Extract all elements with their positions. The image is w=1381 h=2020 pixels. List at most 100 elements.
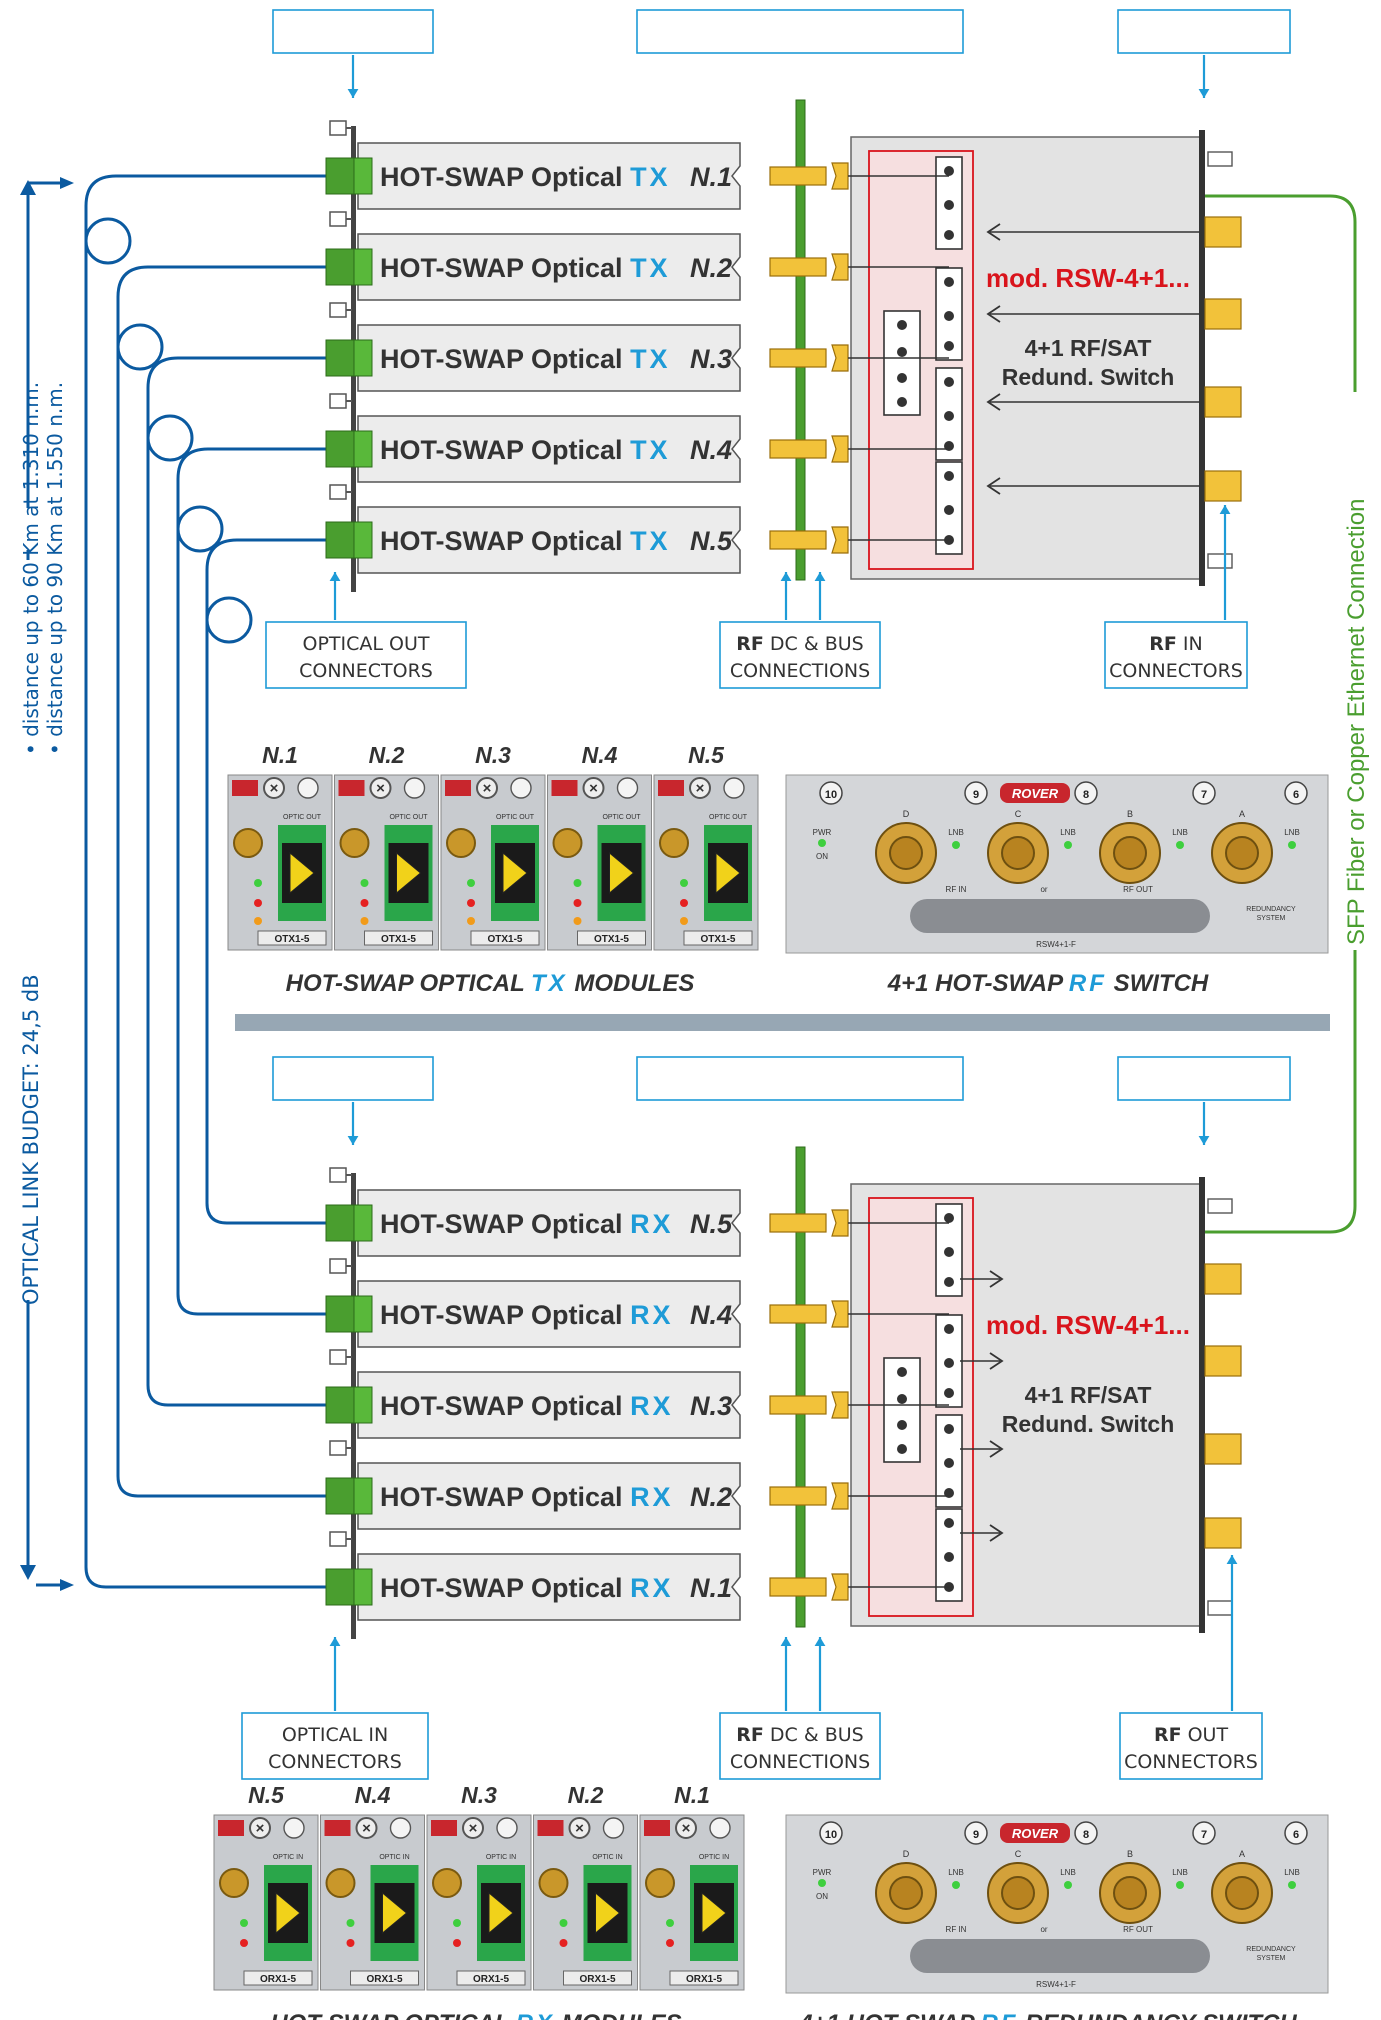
optical-connector-tip (353, 521, 373, 559)
screw-icon (329, 393, 347, 409)
fiber-link (84, 174, 326, 1589)
relay-contact (944, 200, 954, 210)
callout-box (272, 9, 434, 54)
module-label: HOT-SWAP Optical RX (380, 1573, 674, 1603)
slot-id-icon (709, 1817, 731, 1839)
module-tag-text: OTX1-5 (487, 934, 522, 945)
relay-contact (944, 1213, 954, 1223)
module-tag-text: ORX1-5 (473, 1974, 510, 1985)
rf-connector (769, 166, 827, 186)
caption-highlight: RF (980, 2010, 1018, 2020)
laser-warning-icon (382, 1891, 408, 1935)
module-label-text: HOT-SWAP Optical (380, 526, 623, 556)
lnb-label: LNB (1060, 1868, 1076, 1877)
optical-connector (325, 157, 355, 195)
rear-rf-connector (1204, 470, 1242, 502)
port-letter: A (1239, 1849, 1245, 1859)
slot-id-icon (403, 777, 426, 799)
space (623, 1482, 631, 1512)
status-led-green (467, 879, 475, 887)
relay-contact (897, 1394, 907, 1404)
module-label: HOT-SWAP Optical RX (380, 1482, 674, 1512)
rf-prefix: RF (736, 633, 764, 655)
module-card (357, 1189, 741, 1257)
optical-connector-tip (353, 1477, 373, 1515)
module-type: TX (630, 253, 671, 283)
status-led-red (360, 899, 369, 907)
rf-out-label: RF OUT (1123, 1925, 1153, 1934)
relay-contact (944, 1358, 954, 1368)
module-label: HOT-SWAP Optical TX (380, 162, 671, 192)
brand-logo (1000, 783, 1070, 803)
redundancy-1: REDUNDANCY (1246, 906, 1296, 913)
rear-panel-strip (1199, 1177, 1205, 1633)
module-type: TX (630, 526, 671, 556)
rf-socket (831, 1573, 849, 1601)
screw-icon (369, 777, 392, 799)
slot-number: 10 (825, 1829, 837, 1841)
switch-desc-1: 4+1 RF/SAT (1025, 1382, 1152, 1408)
lnb-led (1176, 1881, 1184, 1889)
arrowhead (1219, 505, 1231, 514)
slot-number-icon (1284, 781, 1308, 805)
fiber-loop (146, 414, 194, 462)
callout-box (719, 621, 881, 689)
relay-contact (944, 1424, 954, 1434)
port-label: OPTIC IN (486, 1854, 516, 1861)
port-letter: A (1239, 809, 1245, 819)
lnb-label: LNB (948, 828, 964, 837)
module-type: TX (630, 344, 671, 374)
modules-caption: HOT-SWAP OPTICAL TX MODULES (286, 970, 695, 997)
brand-badge (551, 780, 578, 796)
arrowhead (329, 572, 341, 581)
slot-id-icon (510, 777, 532, 799)
space (623, 344, 631, 374)
handle-bar (910, 899, 1210, 933)
relay-contact (897, 1420, 907, 1430)
module-number: N.5 (690, 526, 733, 556)
fiber-link (176, 447, 326, 1316)
screw-icon (329, 484, 347, 500)
on-label: ON (816, 1892, 828, 1901)
caption-post: SWITCH (1107, 970, 1209, 997)
arrowhead (1226, 1555, 1238, 1564)
port-letter: D (903, 809, 910, 819)
relay-contact (897, 373, 907, 383)
pwr-led (818, 1879, 826, 1887)
module-slot-number: N.5 (688, 742, 725, 768)
callout-left-2: CONNECTORS (268, 1751, 402, 1773)
screw-x: × (682, 1820, 691, 1837)
screw-icon (329, 211, 347, 227)
status-led-red (573, 899, 582, 907)
callout-right-text: IN (1177, 633, 1203, 655)
optical-connector (325, 521, 355, 559)
rear-rf-connector (1204, 1433, 1242, 1465)
status-led-red (254, 899, 262, 907)
module-label: HOT-SWAP Optical RX (380, 1300, 674, 1330)
module-label: HOT-SWAP Optical TX (380, 253, 671, 283)
optical-connector (325, 430, 355, 468)
rear-rf-connector (1204, 298, 1242, 330)
optical-connector (325, 1386, 355, 1424)
or-label: or (1040, 885, 1047, 894)
space (623, 435, 631, 465)
arrowhead (780, 572, 792, 581)
screw-icon (329, 1349, 347, 1365)
rear-screw-icon (1207, 151, 1233, 167)
laser-warning-icon (488, 1891, 514, 1935)
module-tag (364, 930, 433, 946)
optical-connector-tip (353, 339, 373, 377)
switch-model-tag: RSW4+1-F (1036, 1980, 1076, 1989)
lnb-led (1064, 1881, 1072, 1889)
screw-icon (476, 777, 498, 799)
slot-id-icon (723, 777, 745, 799)
fiber-loop (205, 596, 253, 644)
module-number: N.4 (690, 435, 732, 465)
screw-icon (462, 1817, 484, 1839)
laser-warning-icon (701, 1891, 727, 1935)
rf-socket (831, 1300, 849, 1328)
module-label: HOT-SWAP Optical RX (380, 1209, 674, 1239)
